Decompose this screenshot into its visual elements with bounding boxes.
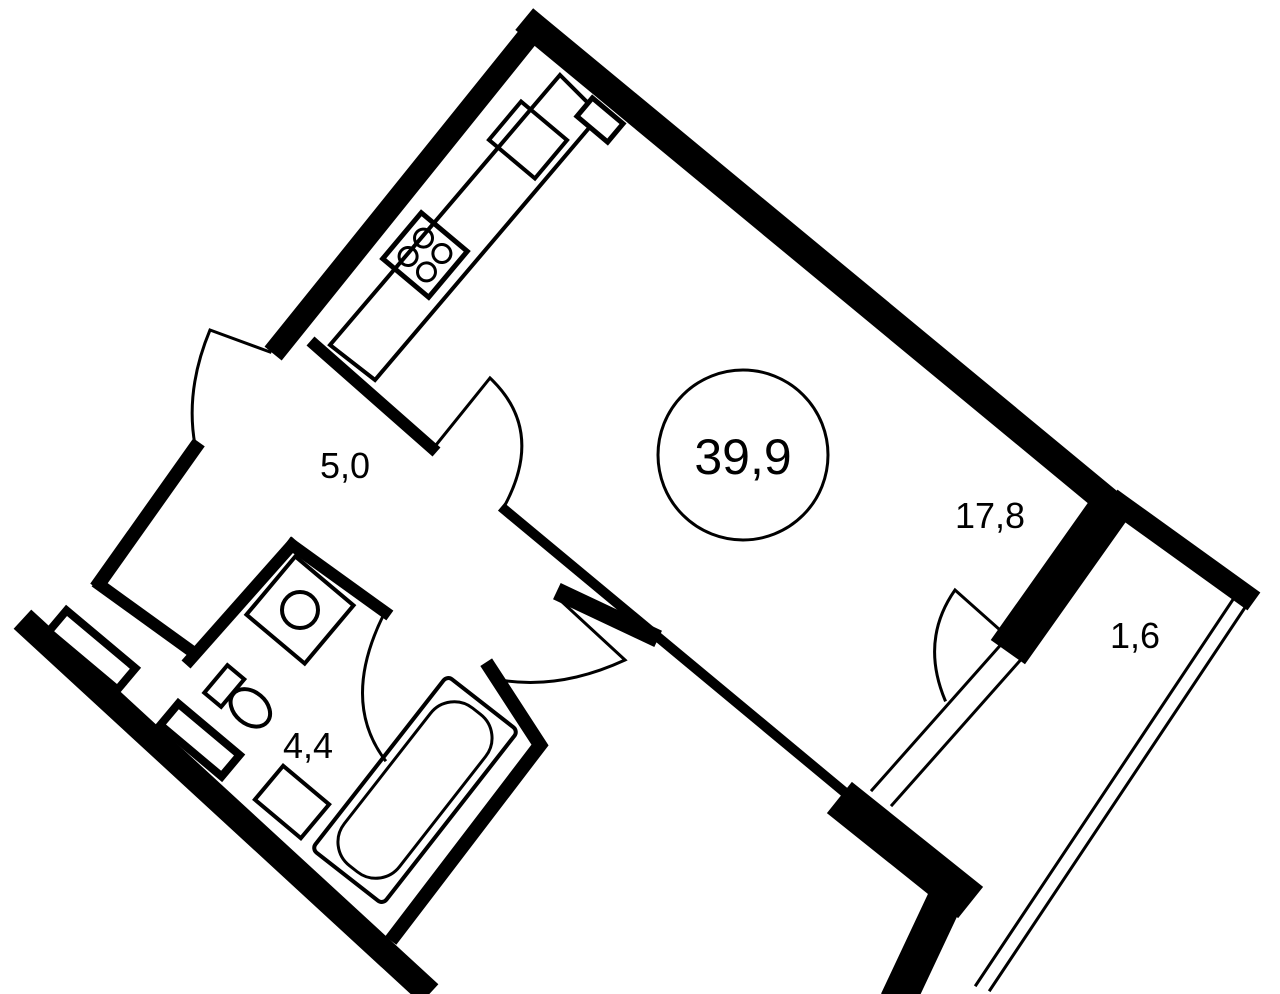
wall-hall-left bbox=[90, 438, 205, 592]
wall-room-balcony bbox=[990, 485, 1135, 665]
balcony-door-arc bbox=[933, 587, 1003, 702]
stove-icon bbox=[379, 209, 471, 301]
kitchen-sink bbox=[486, 98, 570, 182]
bathtub-icon bbox=[312, 676, 518, 904]
kitchen-side-door-arc bbox=[498, 597, 628, 684]
window-kitchen bbox=[573, 94, 627, 146]
wall-kitchen-hall bbox=[306, 336, 441, 457]
bathroom-sink bbox=[252, 763, 332, 841]
wall-hall-bottom bbox=[91, 576, 199, 659]
hallway-area: 5,0 bbox=[320, 445, 370, 486]
bathroom-area: 4,4 bbox=[283, 725, 333, 766]
wall-lower-right bbox=[826, 781, 984, 919]
wall-kitchen-exterior bbox=[264, 12, 551, 361]
balcony-area: 1,6 bbox=[1110, 615, 1160, 656]
wall-lower-right-2 bbox=[881, 876, 969, 994]
window-left bbox=[42, 604, 142, 696]
toilet-icon bbox=[201, 662, 273, 729]
total-area-label: 39,9 bbox=[694, 429, 791, 485]
wall-top-exterior bbox=[515, 8, 1132, 525]
wall-hall-room bbox=[497, 502, 868, 813]
balcony-glazing bbox=[987, 597, 1253, 993]
wall-bath-top bbox=[283, 536, 394, 621]
balcony-door bbox=[869, 637, 1008, 793]
balcony-glazing-inner bbox=[973, 592, 1239, 988]
total-area-circle bbox=[656, 368, 830, 542]
room-door-arc bbox=[429, 375, 524, 508]
wall-bath-left bbox=[181, 536, 301, 669]
washing-machine bbox=[243, 553, 357, 667]
living-room-area: 17,8 bbox=[955, 495, 1025, 536]
bathroom-door-arc bbox=[361, 609, 388, 763]
wall-hall-room-thick bbox=[553, 583, 662, 647]
wall-balcony-top bbox=[1104, 489, 1261, 611]
balcony-door-inner bbox=[889, 652, 1028, 808]
entrance-door-arc bbox=[190, 328, 272, 447]
vent-block bbox=[154, 697, 246, 783]
wall-bath-right bbox=[385, 658, 549, 945]
wall-bottom-exterior bbox=[13, 609, 439, 994]
washing-machine-drum bbox=[280, 590, 320, 630]
